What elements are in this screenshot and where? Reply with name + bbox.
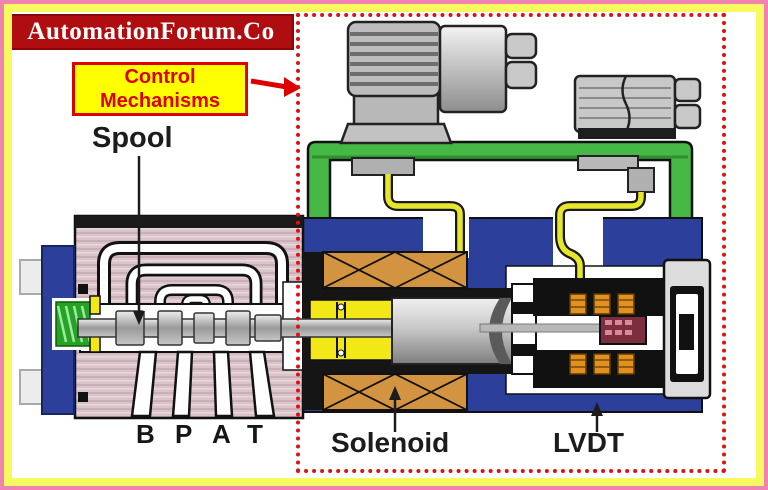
cable-connector-right xyxy=(573,74,702,193)
cable-connector-left xyxy=(339,20,538,176)
port-channels xyxy=(130,350,276,418)
port-label-p: P xyxy=(175,419,193,449)
lvdt-label: LVDT xyxy=(553,427,625,458)
control-mechanisms-callout: Control Mechanisms xyxy=(72,62,248,116)
logo-text: AutomationForum.Co xyxy=(27,18,275,45)
lvdt-core xyxy=(599,315,647,345)
callout-arrow xyxy=(250,77,301,97)
signal-wire-lvdt xyxy=(555,192,646,282)
leader-lines xyxy=(137,156,599,432)
leader-arrowheads xyxy=(133,311,603,416)
logo-banner: AutomationForum.Co xyxy=(8,14,294,50)
solenoid-coil-top xyxy=(322,251,468,289)
spring-clip-top xyxy=(89,295,101,315)
spool-label: Spool xyxy=(92,122,173,154)
spool-shaft xyxy=(77,310,403,346)
lvdt-coils xyxy=(569,293,635,375)
callout-text: Control Mechanisms xyxy=(99,65,221,112)
lvdt-assembly xyxy=(479,278,663,388)
signal-wire-solenoid xyxy=(383,174,465,256)
control-mechanisms-highlight-box xyxy=(296,13,726,473)
port-label-b: B xyxy=(136,419,155,449)
right-end-cap xyxy=(662,258,712,400)
port-label-t: T xyxy=(247,419,263,449)
return-spring xyxy=(55,301,92,347)
solenoid-label: Solenoid xyxy=(331,427,450,458)
port-label-a: A xyxy=(212,419,231,449)
left-end-cap xyxy=(19,245,75,415)
